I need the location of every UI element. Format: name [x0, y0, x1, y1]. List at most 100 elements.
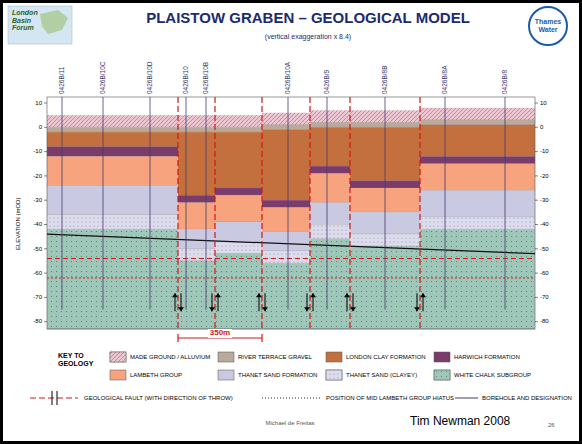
- legend-swatch: [218, 370, 234, 380]
- throw-arrow-head: [172, 293, 178, 297]
- fault-line: [261, 97, 262, 329]
- legend-text: LAMBETH GROUP: [130, 372, 182, 379]
- scale-label: 350m: [208, 329, 232, 338]
- geology-layer: [310, 239, 350, 329]
- axis-tick-label: -60: [33, 270, 42, 277]
- axis-tick-label: -50: [540, 246, 549, 253]
- borehole-line: [186, 97, 187, 310]
- geology-layer: [262, 200, 310, 207]
- throw-arrow-head: [414, 307, 420, 311]
- borehole-label: 0426B/11: [58, 67, 65, 94]
- throw-arrow-head: [350, 307, 356, 311]
- throw-arrow-head: [304, 307, 310, 311]
- geology-layer: [262, 113, 310, 125]
- borehole-line: [385, 97, 386, 310]
- geology-layer: [47, 156, 178, 185]
- borehole-label: 0426B/8: [501, 70, 508, 94]
- geology-layer: [178, 249, 215, 261]
- geology-layer: [262, 263, 310, 329]
- borehole-line: [445, 97, 446, 310]
- axis-tick: [535, 103, 538, 104]
- borehole-label: 0426B/10D: [146, 61, 153, 94]
- geology-layer: [178, 195, 215, 202]
- borehole-line: [206, 97, 207, 310]
- geology-layer: [420, 108, 535, 120]
- axis-tick: [44, 103, 47, 104]
- axis-tick-label: -80: [540, 318, 549, 325]
- geology-layer: [310, 166, 350, 173]
- axis-tick: [535, 200, 538, 201]
- subtitle: (vertical exaggeration x 8.4): [265, 33, 351, 41]
- fault-line: [214, 97, 215, 329]
- page-number: 26: [548, 422, 555, 429]
- legend-fault-sample: [57, 391, 58, 405]
- axis-tick-label: -30: [540, 197, 549, 204]
- logo-text: London Basin Forum: [12, 9, 48, 32]
- geology-layer: [420, 125, 535, 157]
- swatch-pattern: [110, 352, 126, 362]
- scale-bar: [177, 334, 178, 342]
- borehole-label: 0426B/9: [323, 70, 330, 94]
- legend-text: THANET SAND FORMATION: [238, 372, 317, 379]
- axis-tick: [535, 127, 538, 128]
- axis-tick-label: -60: [540, 270, 549, 277]
- throw-arrow-head: [256, 293, 262, 297]
- geology-layer: [47, 147, 178, 157]
- geology-layer: [310, 122, 350, 127]
- legend-text: RIVER TERRACE GRAVEL: [238, 354, 312, 361]
- legend-text: GEOLOGICAL FAULT (WITH DIRECTION OF THRO…: [84, 395, 233, 402]
- throw-arrow-head: [262, 307, 268, 311]
- throw-arrow-head: [310, 293, 316, 297]
- axis-tick: [535, 321, 538, 322]
- geology-layer: [262, 207, 310, 231]
- geology-layer: [178, 203, 215, 230]
- legend-swatch: [110, 352, 126, 362]
- borehole-line: [103, 97, 104, 310]
- geology-layer: [215, 222, 262, 241]
- axis-title: ELEVATION (mOD): [15, 198, 22, 250]
- geology-layer: [310, 203, 350, 225]
- geology-layer: [47, 186, 178, 215]
- throw-arrow-head: [215, 293, 221, 297]
- axis-tick: [535, 224, 538, 225]
- throw-arrow-head: [344, 293, 350, 297]
- axis-tick-label: -80: [33, 318, 42, 325]
- legend-swatch: [326, 352, 342, 362]
- axis-tick-label: -20: [33, 173, 42, 180]
- geology-layer: [215, 242, 262, 254]
- geology-layer: [310, 173, 350, 202]
- legend-text: LONDON CLAY FORMATION: [346, 354, 426, 361]
- legend-swatch: [434, 352, 450, 362]
- geology-layer: [262, 130, 310, 200]
- geology-layer: [47, 127, 178, 132]
- geology-layer: [215, 115, 262, 127]
- borehole-label: 0426B/10A: [284, 62, 291, 94]
- borehole-line: [62, 97, 63, 310]
- legend-hiatus-sample: [262, 398, 320, 399]
- axis-tick-label: -50: [33, 246, 42, 253]
- geology-layer: [47, 115, 178, 127]
- axis-tick-label: -20: [540, 173, 549, 180]
- throw-arrow-head: [209, 307, 215, 311]
- borehole-label: 0426B/8B: [381, 65, 388, 94]
- axis-tick: [44, 297, 47, 298]
- hiatus-line: [47, 277, 535, 278]
- legend-text: THANET SAND (CLAYEY): [346, 372, 417, 379]
- logo-text: Thames Water: [532, 18, 564, 33]
- axis-tick-label: -70: [540, 294, 549, 301]
- footer-author: Michael de Freitas: [265, 420, 314, 427]
- axis-tick: [44, 175, 47, 176]
- axis-tick: [44, 248, 47, 249]
- axis-tick: [44, 224, 47, 225]
- geology-layer: [262, 251, 310, 263]
- geology-layer: [178, 115, 215, 127]
- geology-layer: [262, 125, 310, 130]
- legend-swatch: [434, 370, 450, 380]
- fault-line: [309, 97, 310, 329]
- axis-tick: [535, 175, 538, 176]
- geology-layer: [215, 254, 262, 329]
- borehole-line: [150, 97, 151, 310]
- fault-line: [177, 97, 178, 329]
- borehole-line: [288, 97, 289, 310]
